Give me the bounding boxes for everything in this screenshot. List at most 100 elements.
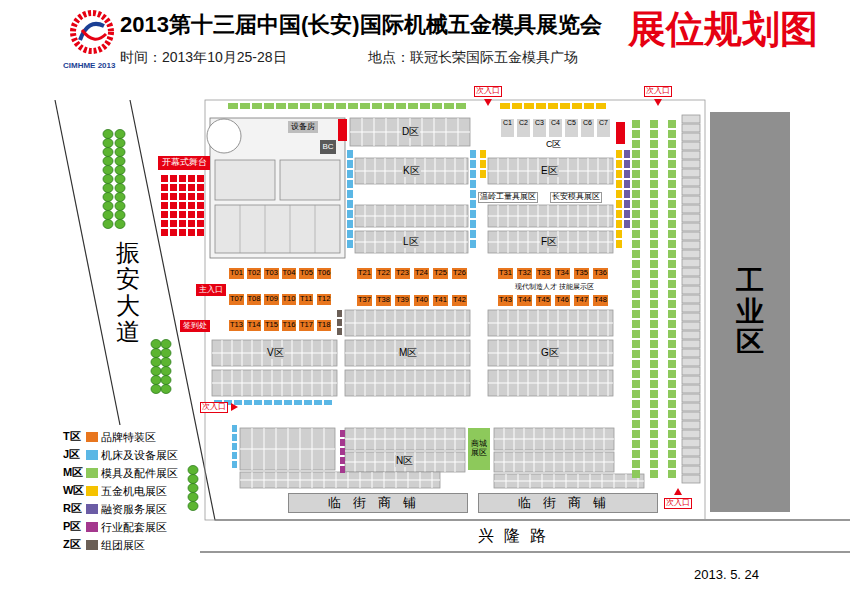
zone-letter: N区 <box>395 455 414 467</box>
seat-block <box>197 193 204 200</box>
booth-special: T12 <box>316 293 333 306</box>
booth-row <box>240 428 335 470</box>
booth-strip <box>274 400 282 405</box>
booth-strip <box>668 300 676 308</box>
tree-symbol <box>161 385 171 394</box>
booth-strip <box>347 240 353 248</box>
booth-special: T03 <box>263 267 280 280</box>
node-text: T02 <box>248 269 261 277</box>
tree-symbol <box>115 211 125 220</box>
booth-strip <box>668 230 676 238</box>
seat-block <box>179 229 186 236</box>
seat-block <box>170 211 177 218</box>
booth-strip <box>524 103 534 109</box>
booth-cell <box>682 448 700 456</box>
seat-block <box>161 184 168 191</box>
tree-symbol <box>115 139 125 148</box>
booth-cell <box>682 430 700 438</box>
booth-strip <box>444 103 454 109</box>
tree-symbol <box>103 184 113 193</box>
booth-strip <box>632 450 640 458</box>
booth-strip <box>572 103 582 109</box>
booth-strip <box>632 210 640 218</box>
booth-special: T39 <box>394 294 411 307</box>
booth-special: T31 <box>497 267 514 280</box>
booth-cell <box>682 403 700 411</box>
booth-strip <box>632 180 640 188</box>
node-text: T13 <box>230 321 243 329</box>
booth-strip <box>668 410 676 418</box>
node-text: T37 <box>358 296 371 304</box>
booth-special: T22 <box>375 267 392 280</box>
booth-cell <box>682 304 700 312</box>
tree-symbol <box>115 202 125 211</box>
booth-special: T14 <box>246 319 263 332</box>
tree-symbol <box>103 139 113 148</box>
node-text: T47 <box>575 296 588 304</box>
booth-strip <box>470 220 476 228</box>
booth-strip <box>632 130 640 138</box>
seat-block <box>188 229 195 236</box>
booth-strip <box>616 220 622 228</box>
booth-strip <box>264 400 272 405</box>
booth-special: T35 <box>573 267 590 280</box>
booth-strip <box>456 103 466 109</box>
booth-strip <box>480 150 486 158</box>
booth-special: T26 <box>451 267 468 280</box>
node-text: T35 <box>575 269 588 277</box>
node-text: T31 <box>499 269 512 277</box>
legend-swatch <box>86 468 98 478</box>
legend-text: 行业配套展区 <box>101 520 167 535</box>
node-text: T48 <box>594 296 607 304</box>
booth-divider <box>488 383 613 384</box>
tree-symbol <box>188 484 198 493</box>
booth-special: T38 <box>375 294 392 307</box>
node-text: 次入口 <box>646 87 670 96</box>
booth-strip <box>584 103 594 109</box>
zone-letter: K区 <box>402 165 421 177</box>
tree-symbol <box>103 130 113 139</box>
tree-symbol <box>151 376 161 385</box>
tree-symbol <box>161 340 171 349</box>
booth-strip <box>668 450 676 458</box>
booth-strip <box>668 310 676 318</box>
seat-block <box>161 211 168 218</box>
booth-strip <box>650 440 658 448</box>
page-stamp: 展位规划图 <box>628 8 818 52</box>
tree-symbol <box>103 148 113 157</box>
seat-block <box>170 229 177 236</box>
booth-strip <box>480 160 486 168</box>
booth-cell <box>682 295 700 303</box>
booth-divider <box>494 481 644 482</box>
booth-cell <box>682 214 700 222</box>
tree-symbol <box>115 130 125 139</box>
booth-strip <box>340 466 345 473</box>
booth-strip <box>632 190 640 198</box>
booth-row <box>494 474 644 488</box>
booth-special: T42 <box>451 294 468 307</box>
booth-strip <box>650 290 658 298</box>
booth-strip <box>650 400 658 408</box>
seat-block <box>188 184 195 191</box>
booth-cell <box>682 322 700 330</box>
booth-special: T43 <box>497 294 514 307</box>
node-text: T17 <box>300 321 313 329</box>
seat-block <box>188 202 195 209</box>
booth-strip <box>314 400 322 405</box>
booth-strip <box>408 103 418 109</box>
entrance-box: 主入口 <box>196 284 226 296</box>
zone-letter: M区 <box>398 347 418 359</box>
road-name: 振安大道 <box>116 240 140 346</box>
booth-strip <box>347 210 353 218</box>
tree-symbol <box>151 358 161 367</box>
booth-row <box>488 310 613 336</box>
page-title: 2013第十三届中国(长安)国际机械五金模具展览会 <box>120 12 602 37</box>
booth-cell <box>682 412 700 420</box>
booth-strip <box>616 170 622 178</box>
booth-strip <box>616 180 622 188</box>
road-name: 兴隆路 <box>478 527 556 545</box>
logo-core <box>79 19 105 45</box>
booth-cell <box>682 250 700 258</box>
node-text: 次入口 <box>666 499 690 508</box>
